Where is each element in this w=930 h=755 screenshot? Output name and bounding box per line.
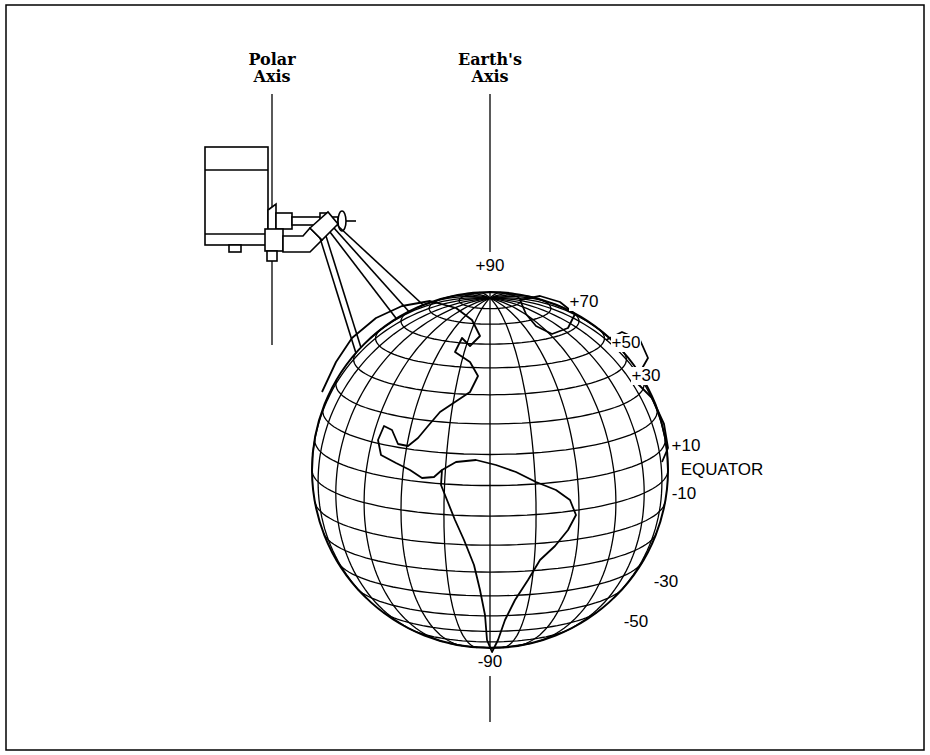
south-america	[441, 460, 576, 652]
axis-label: Polar Axis	[240, 51, 304, 86]
knob-stem	[346, 220, 356, 222]
latitude-label: -90	[477, 653, 504, 672]
grid-line	[364, 298, 490, 641]
tube-band	[205, 169, 268, 171]
globe-outline	[312, 292, 668, 648]
grid-line	[490, 298, 668, 470]
grid-line	[490, 292, 501, 298]
polar-housing	[265, 229, 283, 251]
grid-line	[336, 298, 490, 630]
latitude-label: +70	[569, 293, 600, 312]
latitude-label: -30	[653, 573, 680, 592]
africa-edge	[636, 382, 668, 462]
north-america	[322, 301, 480, 478]
telescope	[205, 147, 356, 261]
latitude-label: -10	[671, 485, 698, 504]
frame	[6, 5, 924, 750]
axis-label: Earth's Axis	[452, 51, 528, 86]
tube-band	[205, 233, 268, 235]
continents	[322, 296, 668, 652]
grid-line	[490, 298, 662, 598]
globe-grid	[312, 292, 668, 648]
equator-label: EQUATOR	[680, 461, 765, 480]
grid-line	[489, 298, 490, 648]
latitude-label: +50	[611, 334, 642, 353]
grid-line	[444, 298, 490, 647]
eyepiece	[229, 245, 241, 252]
telescope-tube	[205, 147, 268, 245]
fork-arm	[276, 213, 292, 229]
grid-line	[490, 298, 644, 630]
latitude-label: -50	[623, 613, 650, 632]
earth-axis-line	[489, 676, 490, 722]
greenland	[520, 296, 575, 334]
earth-axis-line	[489, 94, 490, 252]
latitude-label: +30	[631, 367, 662, 386]
latitude-label: +90	[475, 257, 506, 276]
grid-line	[490, 298, 536, 647]
latitude-label: +10	[671, 437, 702, 456]
grid-line	[490, 298, 579, 646]
polar-base	[267, 251, 277, 261]
grid-line	[371, 298, 490, 338]
